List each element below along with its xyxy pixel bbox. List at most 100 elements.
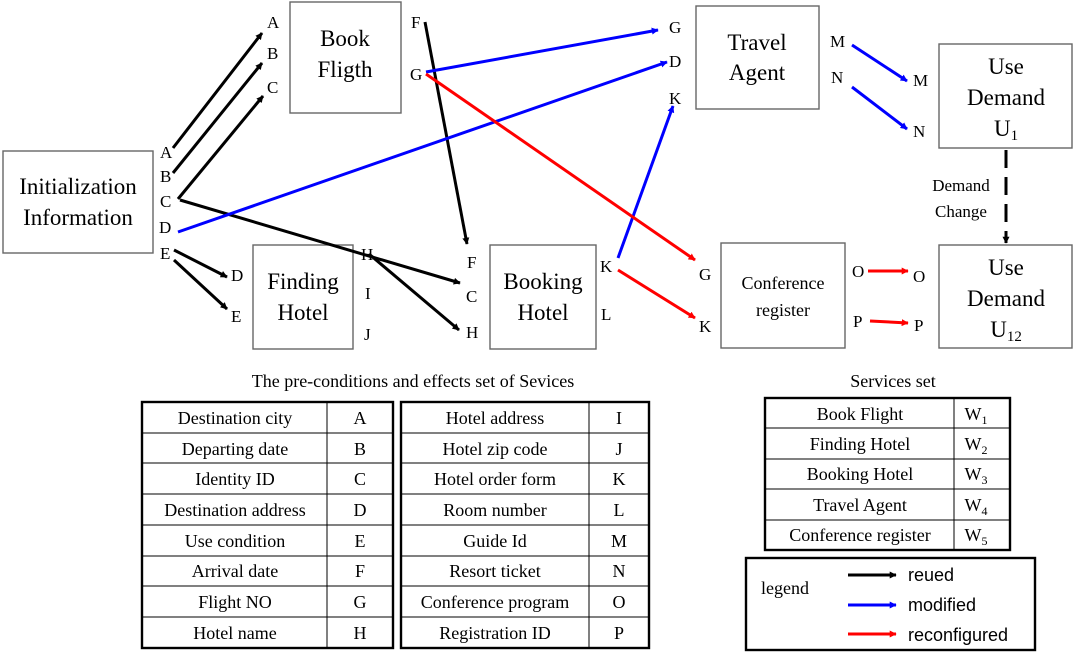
table-cell: W4: [965, 495, 988, 518]
table-cell: B: [354, 439, 366, 459]
svg-text:E: E: [231, 307, 241, 326]
table-cell: K: [613, 469, 626, 489]
legend-title: legend: [761, 578, 809, 598]
ports-use-demand-1: M N: [913, 71, 928, 141]
svg-text:Demand: Demand: [967, 85, 1045, 110]
svg-text:Change: Change: [935, 202, 987, 221]
table-cell: D: [354, 500, 367, 520]
services-title: Services set: [850, 371, 935, 391]
svg-text:C: C: [160, 192, 171, 211]
svg-text:J: J: [364, 325, 371, 344]
table-cell: E: [355, 531, 366, 551]
arrow-init-e-to-finding-hotel-e: [172, 258, 229, 311]
arrows-reconfigured: [425, 72, 909, 327]
svg-text:Booking: Booking: [503, 269, 583, 294]
arrow-finding-hotel-h-to-booking-hotel-h: [368, 252, 460, 332]
svg-text:F: F: [467, 253, 476, 272]
arrow-travel-agent-n-to-use-demand-n: [851, 85, 908, 131]
table-cell: N: [613, 561, 626, 581]
table-cell: Hotel name: [193, 623, 276, 643]
node-use-demand-1: Use Demand U1: [938, 43, 1073, 149]
svg-text:Conference: Conference: [742, 273, 825, 293]
table-cell: Registration ID: [439, 623, 550, 643]
svg-text:O: O: [913, 267, 925, 286]
svg-text:H: H: [466, 323, 478, 342]
table-cell: Use condition: [185, 531, 286, 551]
arrow-booking-hotel-k-to-travel-agent-k: [616, 105, 675, 259]
node-finding-hotel: Finding Hotel: [252, 244, 354, 350]
table-cell: W3: [965, 464, 988, 487]
svg-text:Demand: Demand: [932, 176, 990, 195]
svg-text:G: G: [669, 18, 681, 37]
table-cell: Arrival date: [192, 561, 278, 581]
table-cell: Resort ticket: [449, 561, 540, 581]
precond-table-right: Hotel address I Hotel zip code J Hotel o…: [399, 400, 651, 650]
svg-text:Information: Information: [23, 205, 133, 230]
svg-text:K: K: [699, 317, 712, 336]
svg-text:Hotel: Hotel: [517, 300, 568, 325]
table-cell: Departing date: [182, 439, 288, 459]
svg-text:D: D: [231, 266, 243, 285]
ports-booking-hotel: F C H K L: [466, 253, 613, 342]
arrow-init-b-to-book-flight-b: [171, 62, 264, 174]
svg-text:Agent: Agent: [729, 60, 786, 85]
svg-text:Use: Use: [988, 255, 1024, 280]
arrow-book-flight-g-to-conference-g: [425, 72, 696, 262]
svg-text:register: register: [756, 300, 810, 320]
table-cell: M: [611, 531, 627, 551]
table-cell: Travel Agent: [813, 495, 907, 515]
table-cell: W2: [965, 434, 988, 457]
arrow-init-a-to-book-flight-a: [171, 32, 264, 149]
legend-label-reconfigured: reconfigured: [908, 625, 1008, 645]
table-cell: A: [354, 408, 367, 428]
node-booking-hotel: Booking Hotel: [489, 244, 597, 350]
table-cell: Finding Hotel: [810, 434, 911, 454]
table-cell: Booking Hotel: [807, 464, 914, 484]
svg-text:I: I: [365, 284, 371, 303]
table-cell: Hotel zip code: [443, 439, 548, 459]
table-cell: Flight NO: [198, 592, 272, 612]
table-cell: I: [616, 408, 622, 428]
table-cell: C: [354, 469, 366, 489]
svg-text:Demand: Demand: [967, 286, 1045, 311]
table-cell: Room number: [443, 500, 547, 520]
svg-text:Travel: Travel: [727, 30, 786, 55]
svg-text:D: D: [159, 218, 171, 237]
svg-text:Book: Book: [320, 26, 370, 51]
table-cell: F: [355, 561, 365, 581]
table-cell: W5: [965, 525, 988, 548]
svg-text:L: L: [601, 305, 611, 324]
arrow-travel-agent-m-to-use-demand-m: [851, 43, 908, 83]
svg-text:P: P: [853, 312, 862, 331]
services-table: Book Flight W1 Finding Hotel W2 Booking …: [763, 396, 1012, 552]
ports-book-flight: A B C F G: [267, 13, 422, 97]
svg-text:K: K: [669, 89, 682, 108]
svg-text:U1: U1: [994, 116, 1018, 144]
node-initialization-information: Initialization Information: [2, 150, 154, 254]
svg-text:N: N: [831, 68, 843, 87]
demand-change-label: Demand Change: [932, 176, 990, 221]
svg-text:B: B: [267, 44, 278, 63]
svg-text:Finding: Finding: [267, 269, 339, 294]
ports-use-demand-12: O P: [913, 267, 925, 335]
svg-text:K: K: [600, 257, 613, 276]
svg-text:O: O: [852, 262, 864, 281]
table-cell: O: [613, 592, 626, 612]
svg-text:F: F: [411, 13, 420, 32]
svg-text:N: N: [913, 122, 925, 141]
node-travel-agent: Travel Agent: [695, 5, 820, 110]
table-cell: G: [354, 592, 367, 612]
precond-table-left: Destination city A Departing date B Iden…: [140, 400, 395, 650]
table-cell: Conference program: [421, 592, 569, 612]
arrow-init-d-to-travel-agent-d: [177, 60, 668, 234]
arrow-init-c-to-book-flight-c: [176, 95, 265, 200]
svg-text:A: A: [267, 13, 280, 32]
legend-label-modified: modified: [908, 595, 976, 615]
ports-conference-register: G K O P: [699, 262, 864, 336]
svg-text:E: E: [160, 244, 170, 263]
table-cell: W1: [965, 404, 988, 427]
svg-text:Fligth: Fligth: [318, 57, 373, 82]
arrow-conference-p-to-use-demand-p: [869, 319, 909, 327]
table-cell: J: [615, 439, 622, 459]
table-cell: Guide Id: [463, 531, 526, 551]
